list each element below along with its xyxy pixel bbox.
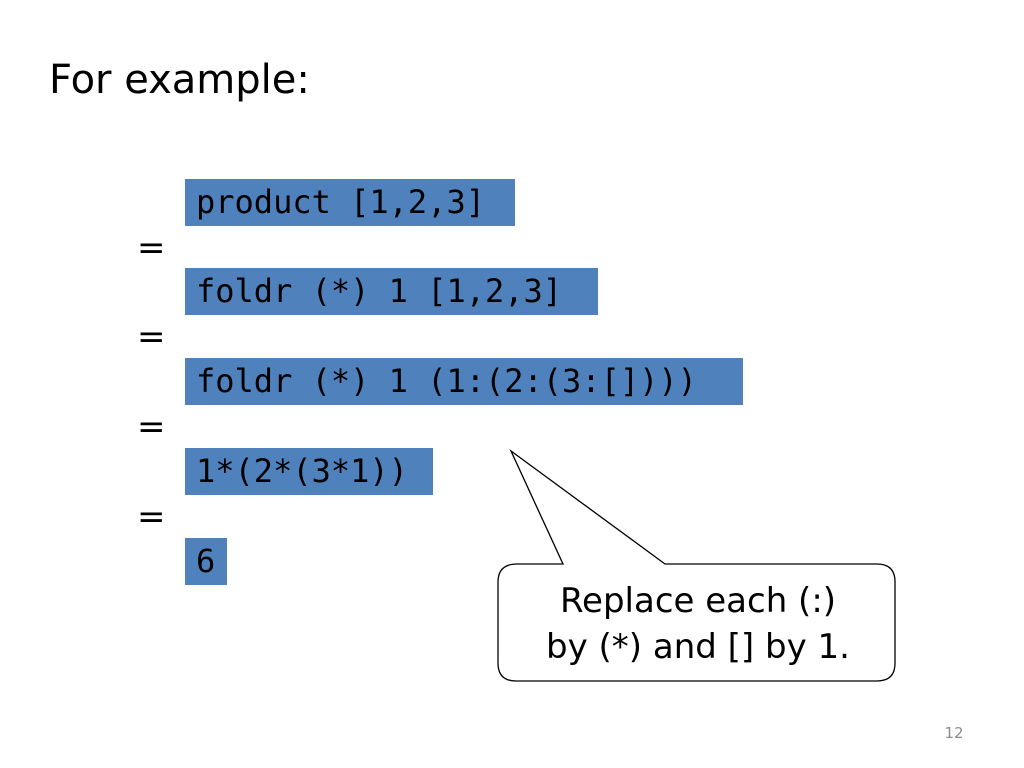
- equals-sign-2: =: [137, 317, 166, 357]
- callout-line-2: by (*) and [] by 1.: [546, 627, 850, 667]
- expression-step-3: foldr (*) 1 (1:(2:(3:[]))): [185, 358, 743, 405]
- callout-text: Replace each (:) by (*) and [] by 1.: [500, 578, 896, 670]
- page-number: 12: [944, 724, 964, 742]
- expression-step-2: foldr (*) 1 [1,2,3]: [185, 268, 598, 315]
- equals-sign-1: =: [137, 228, 166, 268]
- equals-sign-3: =: [137, 407, 166, 447]
- equals-sign-4: =: [137, 497, 166, 537]
- callout-line-1: Replace each (:): [559, 581, 837, 621]
- expression-step-1: product [1,2,3]: [185, 179, 515, 226]
- expression-step-5: 6: [185, 538, 227, 585]
- slide-title: For example:: [49, 57, 310, 103]
- expression-step-4: 1*(2*(3*1)): [185, 448, 433, 495]
